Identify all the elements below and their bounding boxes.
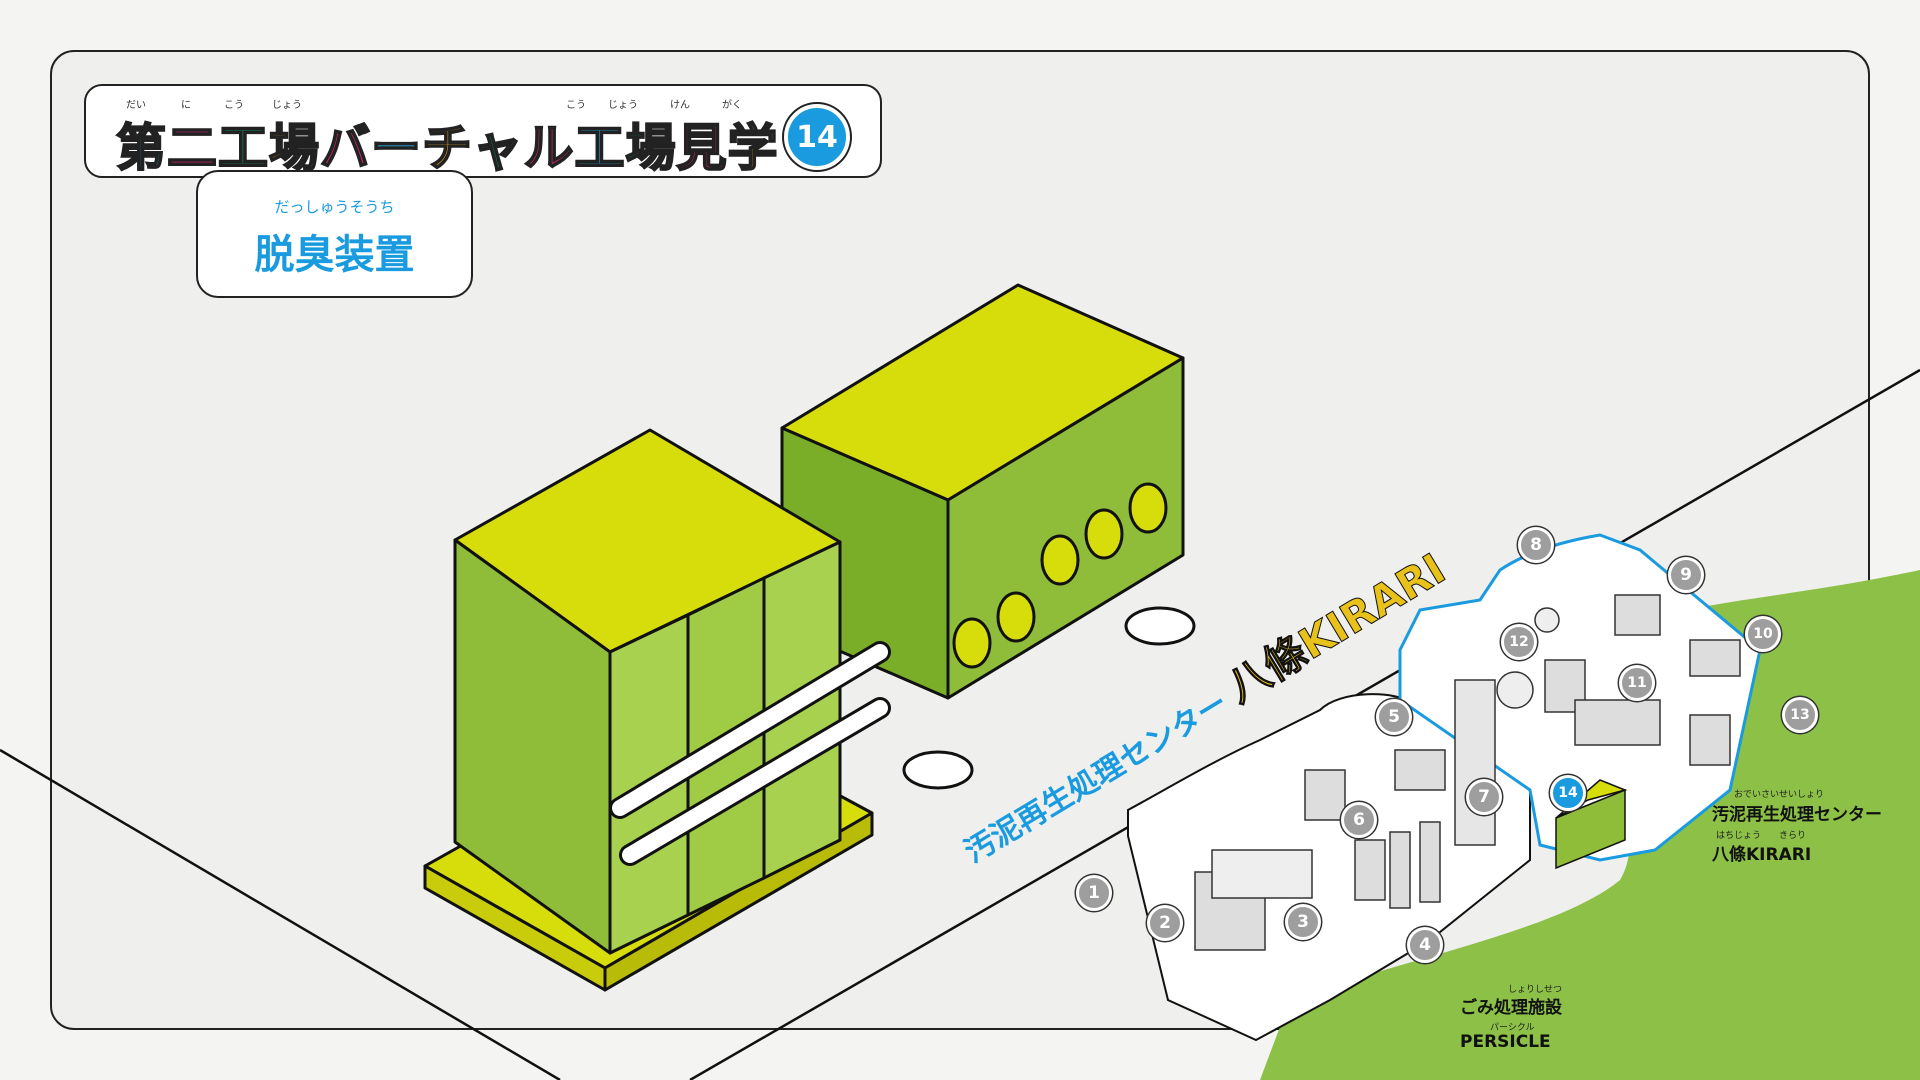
- sludge-center-name: 汚泥再生処理センター: [1712, 805, 1882, 825]
- title-ruby-3: こう: [224, 100, 244, 111]
- tour-stop-10[interactable]: 10: [1745, 616, 1781, 652]
- page-title: 第二工場バーチャル工場見学: [115, 118, 779, 178]
- tour-stop-2[interactable]: 2: [1147, 905, 1183, 941]
- page-title-panel: だい に こう じょう こう じょう けん がく 第二工場バーチャル工場見学: [84, 84, 882, 178]
- waste-facility-name: ごみ処理施設: [1460, 998, 1562, 1018]
- tour-stop-6[interactable]: 6: [1341, 802, 1377, 838]
- tour-stop-14[interactable]: 14: [1550, 775, 1586, 811]
- equipment-name: 脱臭装置: [254, 232, 415, 278]
- tour-stop-9[interactable]: 9: [1668, 557, 1704, 593]
- sludge-center-ruby: おでいさいせいしょり: [1734, 790, 1825, 800]
- tour-stop-5[interactable]: 5: [1376, 699, 1412, 735]
- persicle-brand: PERSICLE: [1460, 1032, 1551, 1052]
- equipment-name-ruby: だっしゅうそうち: [274, 198, 395, 216]
- title-ruby-1: だい: [126, 100, 146, 111]
- tour-stop-4[interactable]: 4: [1407, 927, 1443, 963]
- kirari-ruby: はちじょう きらり: [1716, 831, 1807, 841]
- title-ruby-2: に: [181, 100, 191, 111]
- tour-stop-12[interactable]: 12: [1501, 624, 1537, 660]
- kirari-brand: 八條KIRARI: [1712, 845, 1812, 865]
- persicle-ruby: パーシクル: [1490, 1023, 1535, 1033]
- step-number-badge: 14: [784, 104, 850, 170]
- title-ruby-7: けん: [670, 100, 690, 111]
- title-ruby-5: こう: [566, 100, 586, 111]
- tour-stop-8[interactable]: 8: [1518, 527, 1554, 563]
- title-ruby-4: じょう: [272, 100, 302, 111]
- tour-stop-13[interactable]: 13: [1782, 697, 1818, 733]
- tour-stop-7[interactable]: 7: [1466, 779, 1502, 815]
- tour-stop-1[interactable]: 1: [1076, 875, 1112, 911]
- equipment-name-panel: だっしゅうそうち 脱臭装置: [196, 170, 473, 298]
- title-ruby-8: がく: [722, 100, 742, 111]
- waste-facility-ruby: しょりしせつ: [1508, 985, 1563, 995]
- title-ruby-6: じょう: [608, 100, 638, 111]
- map-green-area: [1260, 570, 1920, 1080]
- tour-stop-3[interactable]: 3: [1285, 904, 1321, 940]
- tour-stop-11[interactable]: 11: [1619, 665, 1655, 701]
